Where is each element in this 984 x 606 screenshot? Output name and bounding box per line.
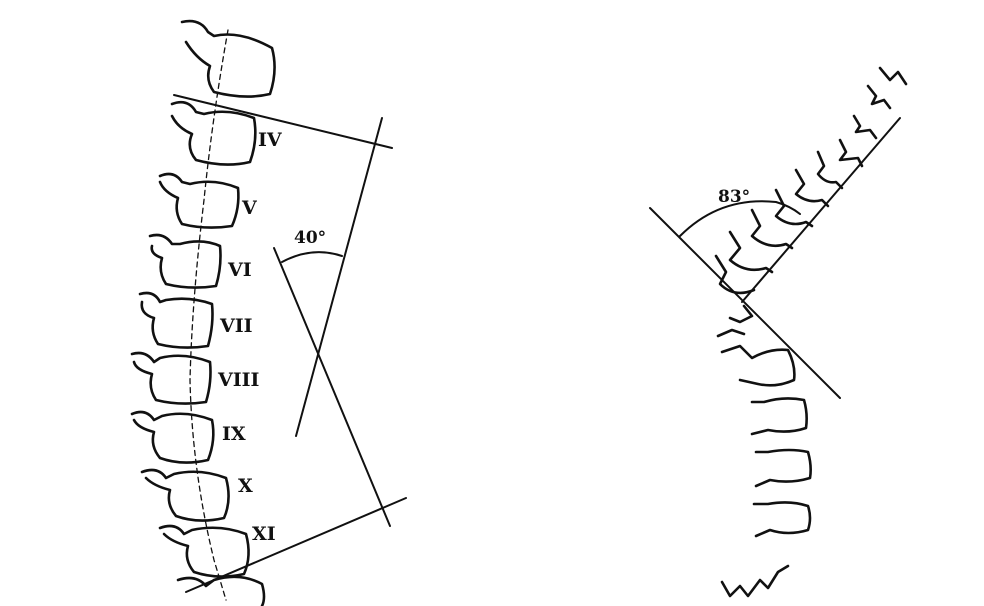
vertebra-vii — [138, 291, 214, 349]
lower-tangent-line — [649, 207, 841, 399]
right-figure: 83° — [649, 66, 908, 598]
vertebra-label-iv: IV — [258, 129, 283, 151]
r-vertebra-13 — [750, 397, 808, 436]
vertebra-label-x: X — [238, 475, 253, 497]
left-figure: 40° IV V VI VII VIII IX X XI — [130, 19, 407, 606]
right-upper-vertebrae — [714, 66, 908, 295]
upper-perpendicular-line — [295, 117, 383, 437]
r-vertebra-11 — [716, 304, 754, 338]
right-lower-vertebrae — [716, 304, 812, 598]
r-vertebra-10 — [714, 254, 756, 295]
lower-endplate-line — [185, 497, 407, 593]
vertebra-label-vii: VII — [219, 315, 253, 337]
r-vertebra-9 — [728, 230, 774, 274]
vertebra-viii — [130, 351, 212, 405]
r-vertebra-1 — [878, 66, 908, 86]
vertebra-vi — [148, 233, 222, 289]
r-vertebra-16 — [720, 564, 790, 598]
vertebra-label-ix: IX — [222, 423, 246, 445]
r-vertebra-14 — [754, 448, 812, 488]
upper-endplate-line — [173, 94, 393, 149]
vertebra-label-viii: VIII — [217, 369, 260, 391]
vertebra-xi — [158, 524, 250, 578]
vertebra-label-xi: XI — [252, 523, 276, 545]
r-vertebra-4 — [838, 138, 864, 168]
kyphosis-angle-label: 83° — [718, 187, 750, 207]
r-vertebra-15 — [752, 501, 812, 538]
spinal-axis-line — [189, 29, 229, 601]
r-vertebra-2 — [866, 84, 892, 110]
vertebra-iii — [180, 19, 276, 98]
vertebra-label-vi: VI — [227, 259, 252, 281]
lower-perpendicular-line — [273, 247, 391, 527]
r-vertebra-12 — [720, 344, 796, 387]
cobb-angle-label: 40° — [294, 228, 326, 248]
vertebra-ix — [130, 410, 215, 464]
r-vertebra-7 — [774, 188, 814, 228]
upper-tangent-line — [741, 117, 901, 303]
kyphosis-angle-arc — [679, 200, 801, 237]
left-vertebrae — [130, 19, 276, 606]
vertebra-x — [140, 468, 230, 522]
vertebra-label-v: V — [241, 197, 258, 219]
vertebra-xii — [176, 575, 266, 606]
r-vertebra-6 — [794, 168, 830, 208]
cobb-angle-arc — [281, 251, 343, 263]
vertebra-iv — [170, 100, 257, 166]
r-vertebra-3 — [852, 114, 878, 140]
vertebra-v — [158, 172, 240, 229]
r-vertebra-8 — [750, 208, 794, 250]
r-vertebra-5 — [816, 150, 844, 190]
